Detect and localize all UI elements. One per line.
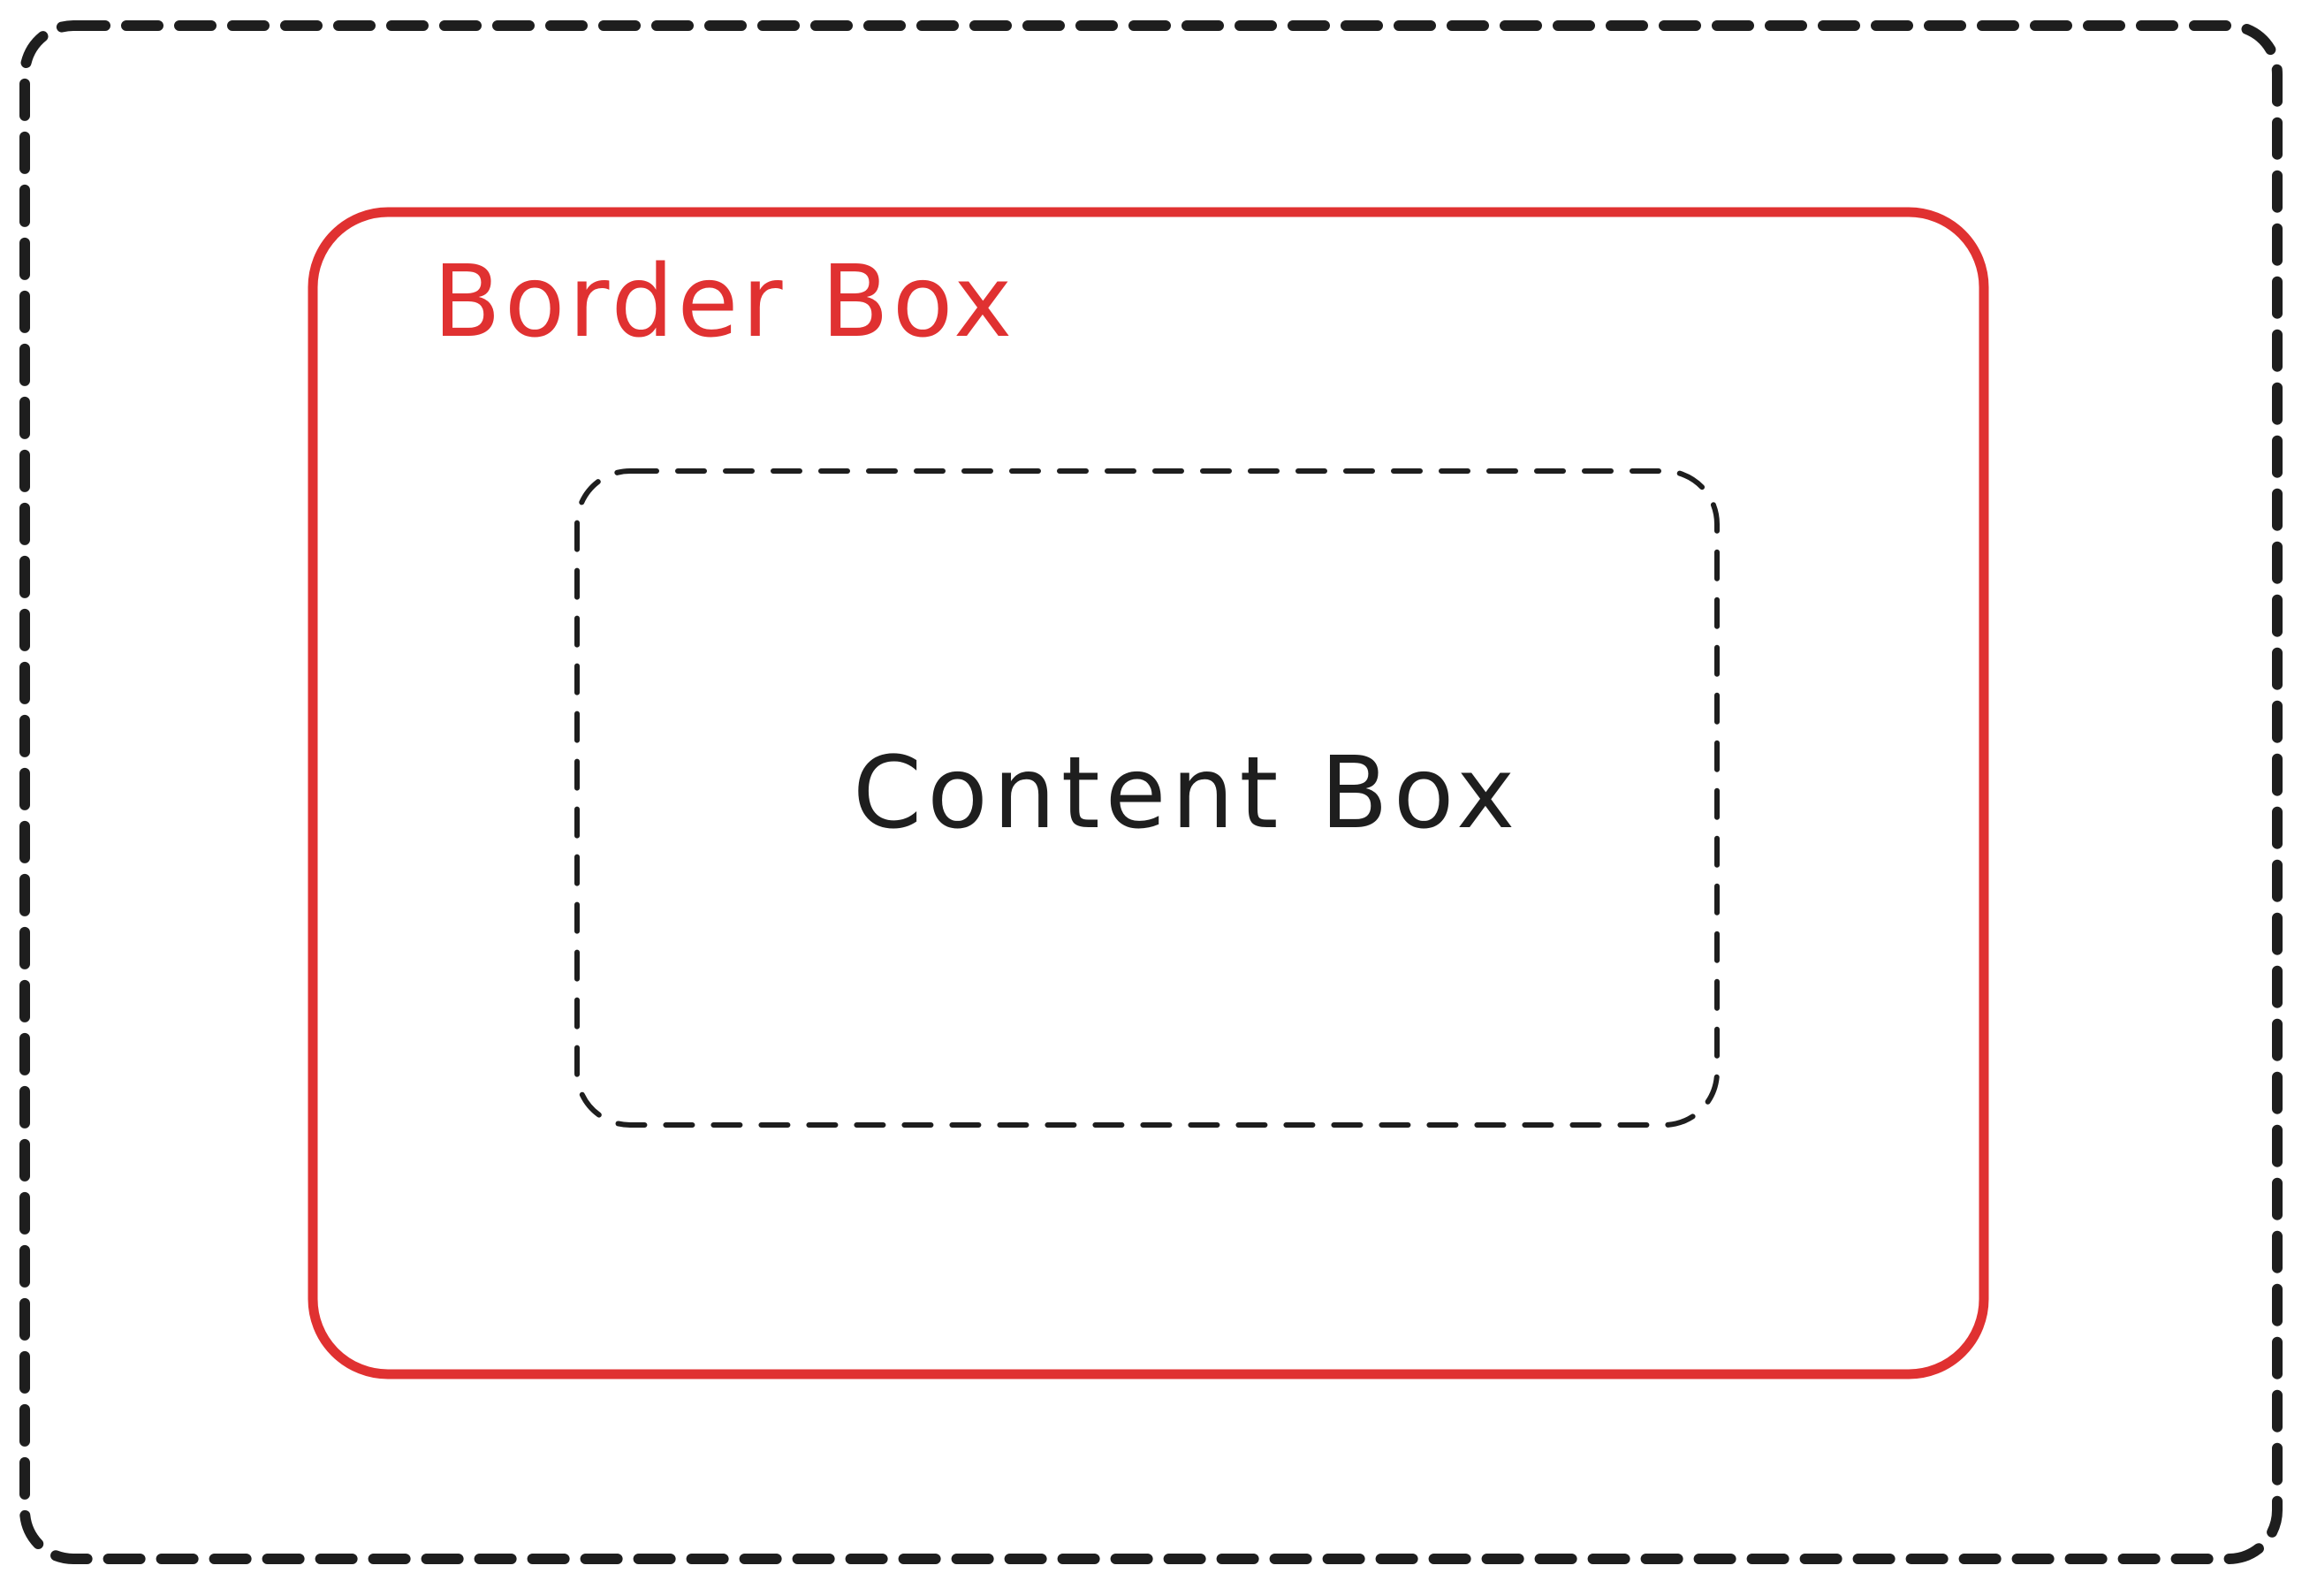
content-box-outline [574,468,1720,1128]
outer-dashed-box [19,20,2283,1564]
border-box-outline [308,207,1989,1379]
border-box-label: Border Box [433,245,1016,360]
content-box-label: Content Box [853,736,1521,851]
